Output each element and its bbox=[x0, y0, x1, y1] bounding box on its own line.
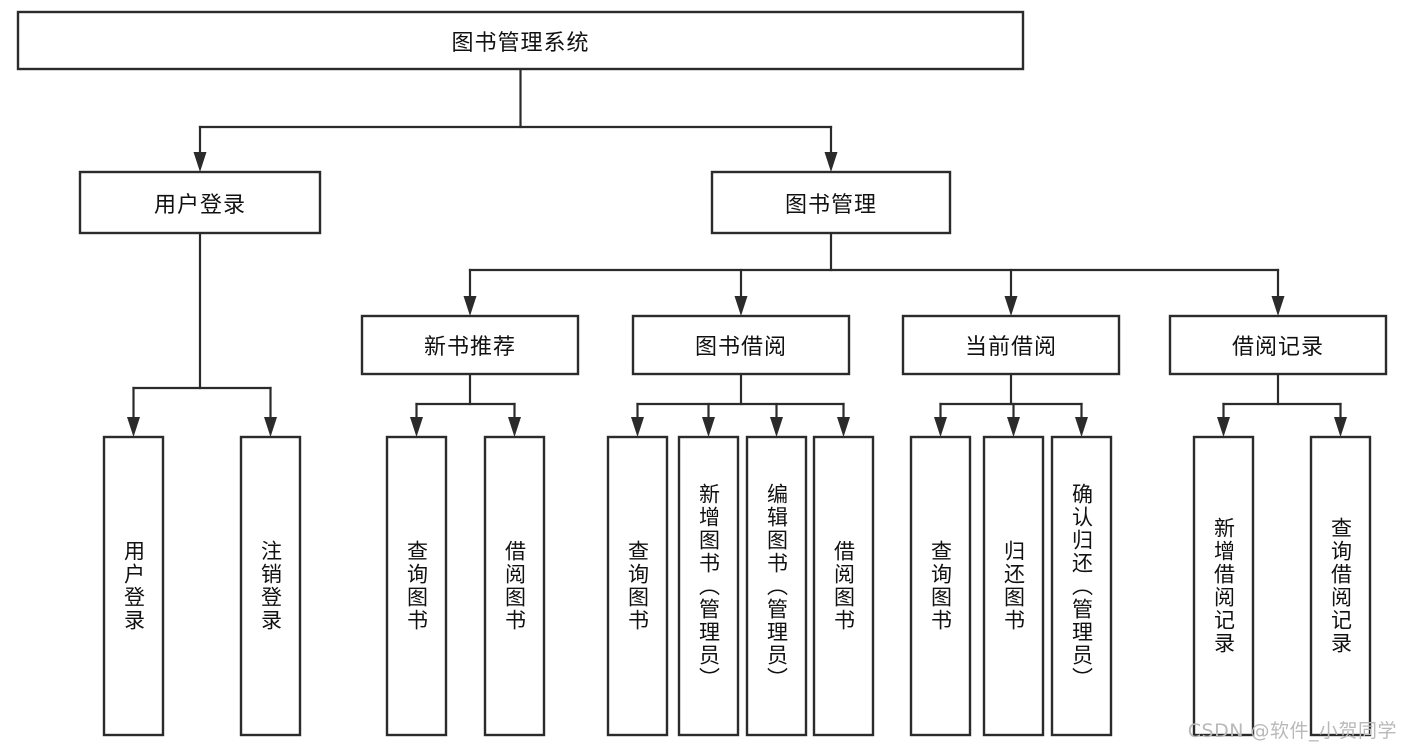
node-box-leaf-confirm-return[interactable] bbox=[1050, 435, 1113, 737]
arrow-head-book-borrow bbox=[734, 296, 748, 316]
watermark-text: CSDN @软件_小贺同学 bbox=[1187, 720, 1397, 742]
node-box-leaf-edit-book[interactable] bbox=[745, 435, 808, 737]
arrow-head-leaf-borrow-book-1 bbox=[508, 417, 521, 437]
arrow-head-book-manage bbox=[824, 152, 838, 172]
node-layer bbox=[16, 10, 1388, 737]
node-box-book-manage[interactable] bbox=[710, 170, 952, 235]
node-box-leaf-query-book-1[interactable] bbox=[385, 435, 448, 737]
arrow-head-leaf-borrow-book-2 bbox=[837, 417, 850, 437]
edge-group-borrow-record bbox=[1217, 372, 1347, 437]
node-box-leaf-borrow-book-1[interactable] bbox=[483, 435, 546, 737]
node-box-leaf-query-book-2[interactable] bbox=[606, 435, 669, 737]
edge-group-book-borrow bbox=[631, 372, 850, 437]
edge-group-new-book-rec bbox=[410, 372, 521, 437]
arrow-head-borrow-record bbox=[1271, 296, 1285, 316]
arrow-head-leaf-query-book-2 bbox=[631, 417, 644, 437]
edge-group-root bbox=[193, 67, 838, 172]
node-box-borrow-record[interactable] bbox=[1168, 314, 1388, 376]
node-box-leaf-add-book[interactable] bbox=[677, 435, 740, 737]
arrow-head-user-login bbox=[193, 152, 207, 172]
arrow-head-leaf-return-book bbox=[1007, 417, 1020, 437]
node-box-leaf-add-record[interactable] bbox=[1192, 435, 1255, 737]
arrow-head-leaf-query-record bbox=[1334, 417, 1347, 437]
node-box-leaf-user-login[interactable] bbox=[102, 435, 165, 737]
connector-layer bbox=[127, 67, 1347, 437]
node-box-leaf-user-logout[interactable] bbox=[239, 435, 302, 737]
edge-group-user-login bbox=[127, 231, 277, 437]
node-box-leaf-query-record[interactable] bbox=[1309, 435, 1372, 737]
arrow-head-leaf-add-record bbox=[1217, 417, 1230, 437]
arrow-head-leaf-confirm-return bbox=[1075, 417, 1088, 437]
edge-group-book-manage bbox=[463, 231, 1285, 316]
arrow-head-leaf-user-logout bbox=[264, 417, 277, 437]
arrow-head-current-borrow bbox=[1004, 296, 1018, 316]
node-box-leaf-borrow-book-2[interactable] bbox=[812, 435, 875, 737]
arrow-head-leaf-query-book-3 bbox=[934, 417, 947, 437]
node-box-user-login[interactable] bbox=[78, 170, 322, 235]
node-box-root[interactable] bbox=[16, 10, 1025, 71]
node-box-book-borrow[interactable] bbox=[631, 314, 851, 376]
arrow-head-leaf-user-login bbox=[127, 417, 140, 437]
arrow-head-leaf-edit-book bbox=[770, 417, 783, 437]
arrow-head-new-book-rec bbox=[463, 296, 477, 316]
node-box-leaf-query-book-3[interactable] bbox=[909, 435, 972, 737]
arrow-head-leaf-query-book-1 bbox=[410, 417, 423, 437]
edge-group-current-borrow bbox=[934, 372, 1088, 437]
arrow-head-leaf-add-book bbox=[702, 417, 715, 437]
node-box-leaf-return-book[interactable] bbox=[982, 435, 1045, 737]
node-box-new-book-rec[interactable] bbox=[360, 314, 580, 376]
node-box-current-borrow[interactable] bbox=[901, 314, 1121, 376]
